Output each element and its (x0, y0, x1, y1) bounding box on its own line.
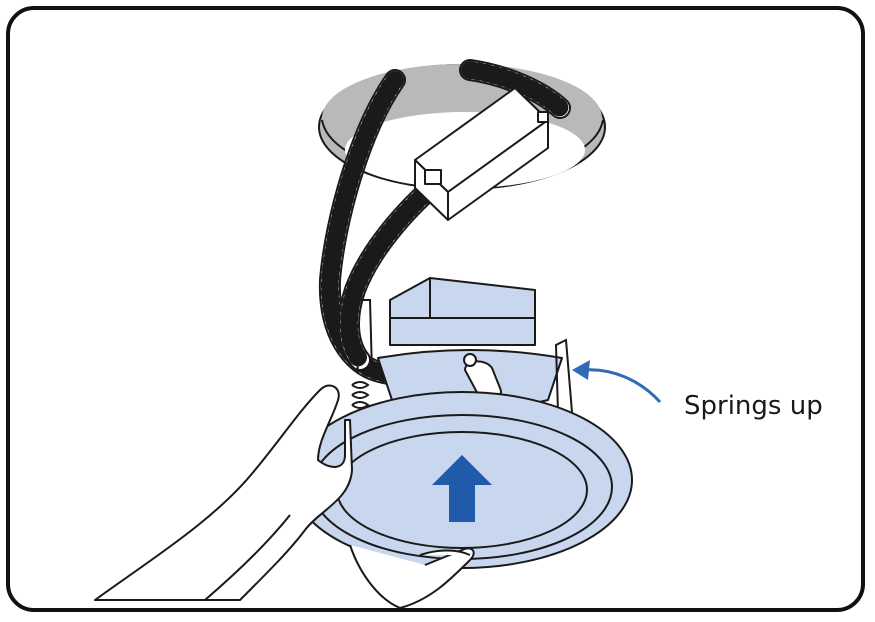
junction-box (414, 87, 549, 221)
springs-up-label: Springs up (684, 391, 823, 421)
curved-arrow-icon (572, 360, 662, 404)
light-housing (377, 277, 563, 411)
spring-left (350, 299, 373, 416)
spring-right (554, 338, 573, 413)
hand (94, 384, 475, 609)
arrow-up-icon (432, 455, 492, 522)
